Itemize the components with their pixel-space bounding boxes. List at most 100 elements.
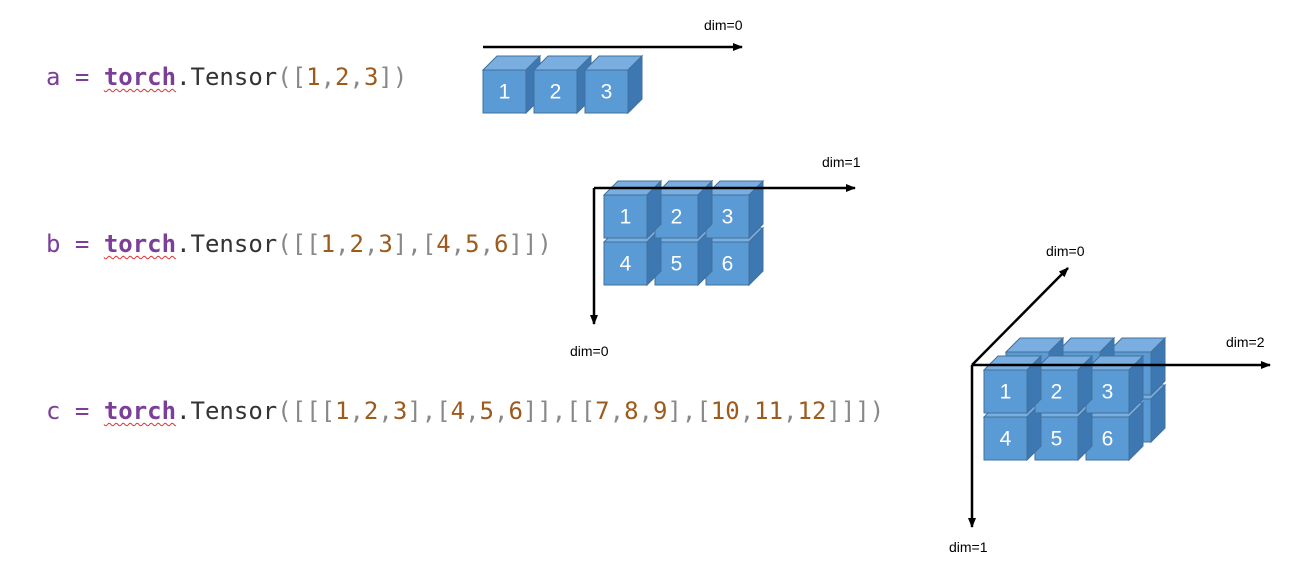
axis-label-c-dim0: dim=0 [1046, 243, 1085, 259]
module-name: torch [103, 230, 177, 258]
variable-name: a [46, 63, 61, 91]
number-literal: 3 [378, 230, 393, 258]
cube-number: 2 [1051, 381, 1063, 404]
punctuation: , [363, 230, 379, 258]
punctuation: ([[ [277, 230, 321, 258]
cube-a-3: 3 [583, 54, 644, 115]
number-literal: 2 [349, 230, 364, 258]
number-literal: 1 [306, 63, 321, 91]
punctuation: ],[ [667, 397, 711, 425]
cube-number: 6 [722, 253, 734, 276]
punctuation: ]) [378, 63, 408, 91]
dot-operator: . [176, 63, 191, 91]
module-name: torch [103, 63, 177, 91]
cube-number: 3 [1102, 381, 1114, 404]
punctuation: , [320, 63, 336, 91]
number-literal: 1 [320, 230, 336, 258]
assign-operator: = [60, 230, 104, 258]
number-literal: 6 [508, 397, 523, 425]
punctuation: , [349, 63, 364, 91]
cube-front-face [533, 69, 578, 114]
axis-arrow-c-dim0 [971, 267, 1069, 366]
cube-front-face [482, 69, 527, 114]
number-literal: 4 [436, 230, 451, 258]
punctuation: , [335, 230, 350, 258]
punctuation: , [494, 397, 509, 425]
number-literal: 11 [754, 397, 784, 425]
number-literal: 9 [652, 397, 668, 425]
cube-number: 2 [550, 81, 562, 104]
cube-front-face [983, 416, 1028, 461]
function-name: Tensor [190, 230, 278, 258]
cube-a-2: 2 [532, 54, 593, 115]
cube-number: 3 [601, 81, 613, 104]
axis-label-b-dim1: dim=1 [822, 154, 861, 170]
cube-front-face [1085, 416, 1130, 461]
module-name: torch [103, 397, 177, 425]
number-literal: 2 [363, 397, 379, 425]
cube-b-3: 3 [704, 179, 765, 240]
number-literal: 5 [465, 230, 480, 258]
assign-operator: = [60, 397, 104, 425]
punctuation: , [638, 397, 653, 425]
dot-operator: . [176, 397, 191, 425]
cube-front-face [705, 194, 750, 239]
cube-number: 6 [1102, 428, 1114, 451]
number-literal: 3 [392, 397, 408, 425]
punctuation: , [378, 397, 393, 425]
cube-front-face [603, 241, 648, 286]
number-literal: 7 [595, 397, 610, 425]
axis-label-b-dim0: dim=0 [570, 343, 609, 359]
punctuation: , [609, 397, 625, 425]
code-line-b: b = torch.Tensor([[1,2,3],[4,5,6]]) [46, 229, 552, 259]
function-name: Tensor [190, 63, 278, 91]
punctuation: ]]]) [826, 397, 885, 425]
cube-front-face [705, 241, 750, 286]
cube-number: 3 [722, 206, 734, 229]
punctuation: ]]) [508, 230, 552, 258]
cube-front-face [1034, 416, 1079, 461]
number-literal: 5 [479, 397, 494, 425]
axis-label-a-dim0: dim=0 [704, 17, 743, 33]
number-literal: 4 [450, 397, 466, 425]
cube-b-2: 2 [653, 179, 714, 240]
code-line-c: c = torch.Tensor([[[1,2,3],[4,5,6]],[[7,… [46, 396, 884, 426]
code-line-a: a = torch.Tensor([1,2,3]) [46, 62, 407, 92]
variable-name: b [46, 230, 61, 258]
cube-a-1: 1 [481, 54, 542, 115]
punctuation: , [783, 397, 798, 425]
assign-operator: = [60, 63, 104, 91]
cube-front-face [603, 194, 648, 239]
number-literal: 1 [335, 397, 350, 425]
cube-number: 2 [671, 206, 683, 229]
number-literal: 3 [363, 63, 379, 91]
cube-number: 1 [1000, 381, 1012, 404]
cube-number: 5 [1051, 428, 1063, 451]
punctuation: , [465, 397, 480, 425]
punctuation: ],[ [392, 230, 437, 258]
punctuation: , [739, 397, 755, 425]
cube-number: 1 [499, 81, 511, 104]
cube-front-face [1085, 369, 1130, 414]
axis-label-c-dim2: dim=2 [1226, 334, 1265, 350]
punctuation: ([ [277, 63, 307, 91]
cube-number: 1 [620, 206, 632, 229]
function-name: Tensor [190, 397, 278, 425]
cube-number: 4 [1000, 428, 1012, 451]
number-literal: 10 [710, 397, 740, 425]
cube-number: 5 [671, 253, 683, 276]
cube-front-face [654, 194, 699, 239]
number-literal: 8 [624, 397, 639, 425]
axis-label-c-dim1: dim=1 [949, 539, 988, 555]
punctuation: ],[ [407, 397, 451, 425]
cube-b-1: 1 [602, 179, 663, 240]
punctuation: ([[[ [277, 397, 336, 425]
number-literal: 12 [797, 397, 827, 425]
punctuation: ]],[[ [522, 397, 596, 425]
cube-c-1: 1 [982, 354, 1043, 415]
number-literal: 2 [335, 63, 350, 91]
cube-c-3: 3 [1084, 354, 1145, 415]
dot-operator: . [176, 230, 191, 258]
cube-number: 4 [620, 253, 632, 276]
